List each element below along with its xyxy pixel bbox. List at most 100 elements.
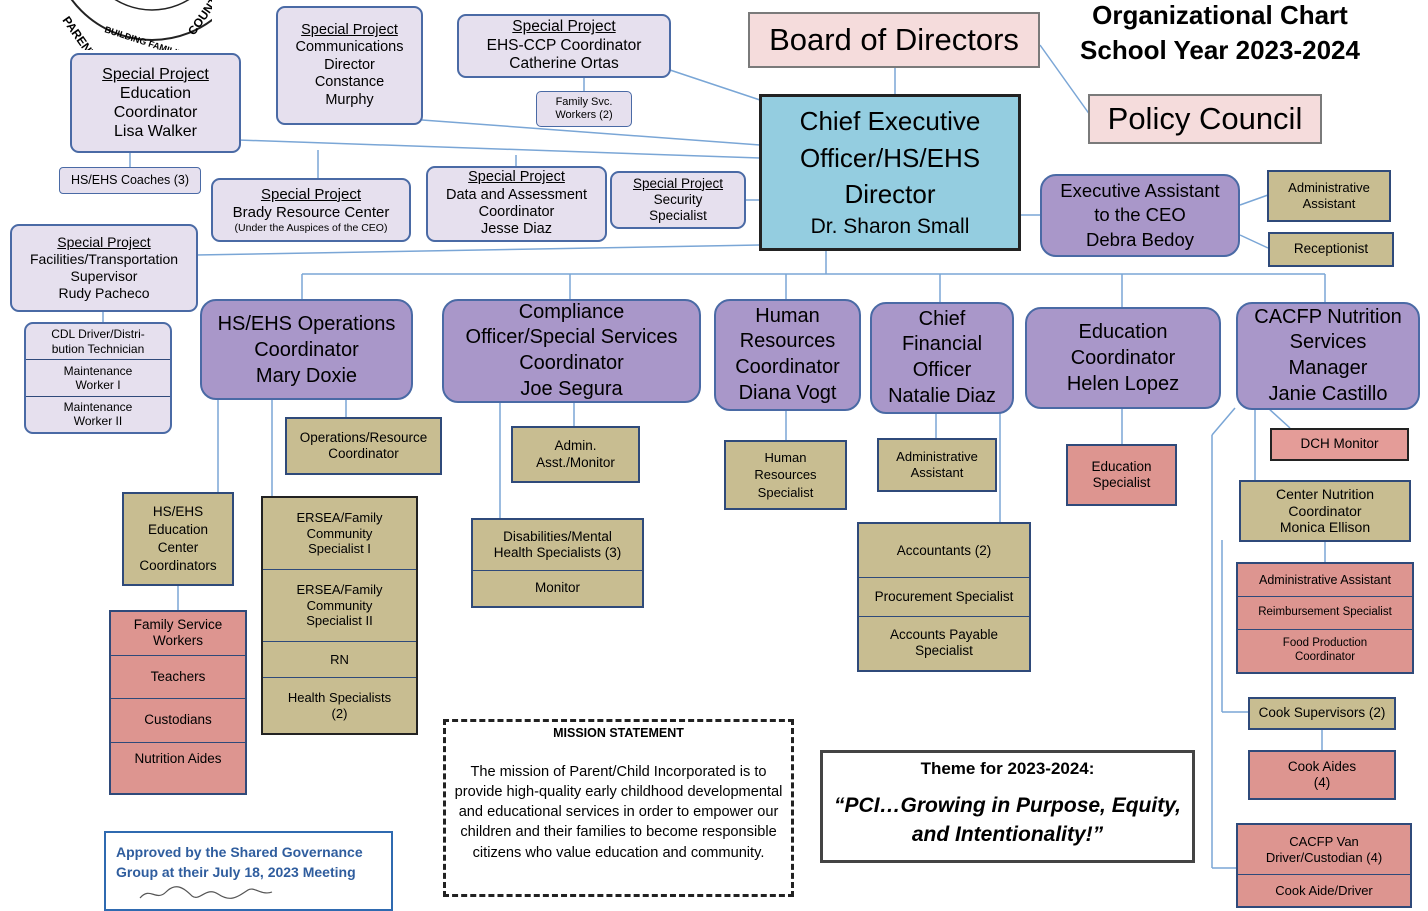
sp-edu-l1: Education [119, 84, 192, 102]
cook-aides-box: Cook Aides (4) [1248, 750, 1396, 800]
ops-l2: Coordinator [254, 338, 359, 361]
ersea1-l3: Specialist I [308, 541, 371, 557]
cfo-l3: Officer [912, 359, 972, 381]
sp-comm-l4: Murphy [325, 91, 374, 108]
sp-data-head: Special Project [468, 169, 565, 186]
ersea2-l2: Community [306, 597, 373, 613]
accountants-cell: Accountants (2) [859, 524, 1029, 577]
special-project-ehs-ccp: Special Project EHS-CCP Coordinator Cath… [457, 14, 671, 78]
sp-sec-l2: Specialist [649, 208, 707, 224]
theme-box: Theme for 2023-2024: “PCI…Growing in Pur… [820, 750, 1195, 863]
exec-l2: to the CEO [1094, 204, 1186, 226]
center-nutrition-coordinator-box: Center Nutrition Coordinator Monica Elli… [1239, 480, 1411, 542]
sp-fac-l2: Supervisor [70, 268, 138, 284]
sp-comm-head: Special Project [301, 22, 398, 39]
fsw-l1: Family Service [133, 617, 223, 633]
receptionist-box: Receptionist [1268, 232, 1394, 267]
board-label: Board of Directors [769, 22, 1019, 58]
rn-label: RN [330, 651, 349, 667]
signature [139, 886, 273, 900]
cook-supervisors-box: Cook Supervisors (2) [1248, 697, 1396, 730]
edusp-l1: Education [1091, 458, 1152, 474]
cacfp-l2: Services [1289, 331, 1367, 354]
cacfp-l1: CACFP Nutrition [1254, 305, 1402, 328]
sp-data-l1: Data and Assessment [445, 186, 588, 203]
health-specialists-cell: Health Specialists(2) [263, 677, 416, 733]
ceo-line2: Officer/HS/EHS [799, 142, 981, 173]
ceo-line1: Chief Executive [799, 106, 981, 137]
cacfp-l3: Manager [1288, 357, 1368, 379]
comp-l4: Joe Segura [520, 377, 623, 400]
ap-l1: Accounts Payable [889, 627, 999, 643]
van-l2: Driver/Custodian (4) [1265, 849, 1383, 865]
hrs-l3: Specialist [757, 484, 814, 500]
procurement-label: Procurement Specialist [874, 588, 1014, 604]
health-l2: (2) [331, 705, 348, 721]
teachers-cell: Teachers [111, 654, 245, 699]
ersea2-l3: Specialist II [306, 613, 373, 629]
van-l1: CACFP Van [1289, 834, 1359, 850]
sp-ehs-l1: EHS-CCP Coordinator [486, 36, 642, 54]
nutrition-aides-cell: Nutrition Aides [111, 741, 245, 794]
fp-l1: Food Production [1282, 637, 1368, 650]
sp-data-l3: Jesse Diaz [481, 221, 552, 238]
cdl-driver-cell: CDL Driver/Distri-bution Technician [26, 324, 170, 359]
nutrition-admin-assistant-cell: Administrative Assistant [1238, 564, 1412, 596]
logo-text-left: PARENT [60, 14, 100, 50]
ops-l3: Mary Doxie [255, 364, 358, 387]
hr-l3: Coordinator [735, 356, 840, 378]
admon-l2: Asst./Monitor [536, 454, 615, 470]
education-specialist-box: Education Specialist [1066, 444, 1177, 506]
hr-specialist-box: Human Resources Specialist [724, 440, 847, 510]
board-of-directors-box: Board of Directors [748, 12, 1040, 68]
center-coordinators-box: HS/EHS Education Center Coordinators [122, 492, 234, 586]
family-svc-workers-box: Family Svc. Workers (2) [536, 91, 632, 127]
hrs-l2: Resources [754, 467, 817, 483]
cookaides-l2: (4) [1313, 775, 1331, 790]
sp-edu-l2: Coordinator [113, 104, 198, 121]
mission-text: The mission of Parent/Child Incorporated… [454, 764, 783, 861]
monitor-label: Monitor [534, 580, 580, 596]
mw2-l2: Worker II [73, 414, 123, 429]
ersea1-l1: ERSEA/Family [296, 510, 383, 526]
aides-label: Nutrition Aides [134, 750, 222, 766]
sp-sec-l1: Security [653, 191, 703, 207]
cookaides-l1: Cook Aides [1287, 758, 1357, 774]
sp-edu-head: Special Project [102, 65, 209, 83]
accountants-label: Accountants (2) [896, 542, 992, 558]
rn-cell: RN [263, 640, 416, 677]
cfo-l1: Chief [918, 307, 966, 330]
sp-sec-head: Special Project [632, 175, 724, 191]
special-project-facilities: Special Project Facilities/Transportatio… [10, 224, 198, 312]
edu-l2: Coordinator [1070, 347, 1176, 369]
dis-l2: Health Specialists (3) [493, 544, 622, 560]
dis-l1: Disabilities/Mental [503, 528, 612, 544]
sp-brady-head: Special Project [260, 185, 362, 203]
theme-heading: Theme for 2023-2024: [920, 759, 1095, 778]
executive-assistant-box: Executive Assistant to the CEO Debra Bed… [1040, 174, 1240, 257]
cfo-box: Chief Financial Officer Natalie Diaz [870, 302, 1014, 414]
edusp-l2: Specialist [1092, 475, 1151, 490]
coaches-label: HS/EHS Coaches (3) [70, 173, 190, 187]
chart-title-line2: School Year 2023-2024 [1080, 35, 1360, 66]
mw1-l2: Worker I [75, 377, 121, 392]
cdl-l1: CDL Driver/Distri- [51, 327, 145, 342]
cooksup-label: Cook Supervisors (2) [1258, 705, 1386, 721]
sp-fac-l1: Facilities/Transportation [29, 251, 179, 268]
health-l1: Health Specialists [287, 690, 392, 706]
ops-coordinator-box: HS/EHS Operations Coordinator Mary Doxie [200, 299, 413, 400]
ceo-name: Dr. Sharon Small [810, 215, 970, 239]
fsw-l2: Workers [152, 633, 203, 649]
hrs-l1: Human [764, 449, 807, 465]
hr-l2: Resources [739, 330, 836, 353]
family-svc-l2: Workers (2) [555, 109, 613, 121]
ops-l1: HS/EHS Operations [217, 312, 396, 335]
theme-text: “PCI…Growing in Purpose, Equity, and Int… [834, 794, 1181, 847]
